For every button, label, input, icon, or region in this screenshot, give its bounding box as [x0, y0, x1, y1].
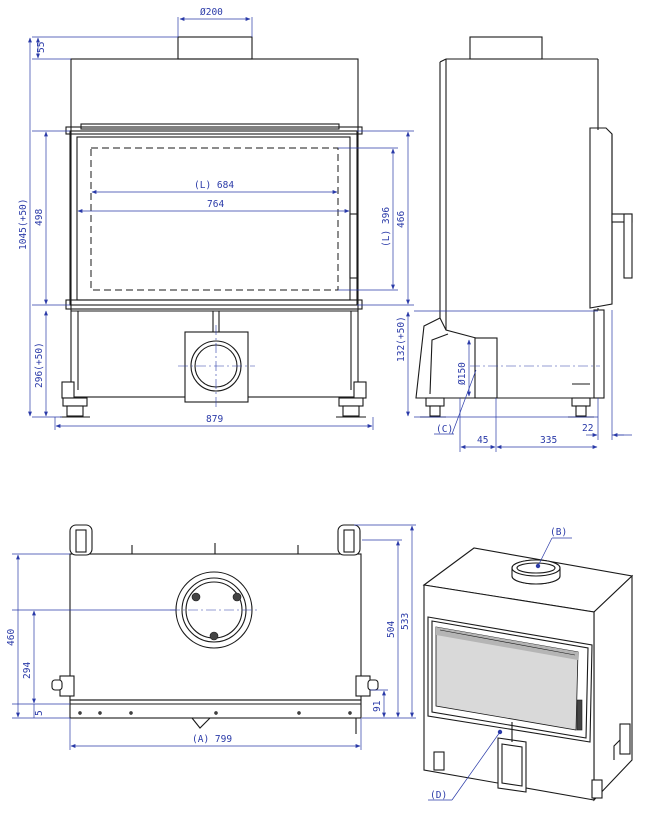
flue-collar — [177, 36, 253, 60]
dim-air-height: 132(+50) — [396, 316, 407, 362]
dim-side-depth: 335 — [540, 435, 557, 446]
side-view — [415, 36, 633, 418]
dim-opening-width-l: (L) 684 — [194, 180, 234, 191]
top-body — [69, 553, 362, 701]
dim-lower-height: 296(+50) — [34, 342, 45, 388]
dim-total-width: 879 — [206, 414, 223, 425]
top-view — [51, 524, 379, 734]
dim-top-right-91: 91 — [372, 700, 383, 712]
dim-total-height: 1045(+50) — [18, 199, 29, 250]
dim-glass-height: 498 — [34, 209, 45, 226]
dim-top-small-5: 5 — [34, 710, 45, 716]
dim-opening-height-l: (L) 396 — [381, 207, 392, 247]
callout-b: (B) — [550, 527, 567, 538]
dim-top-depth-294: 294 — [22, 662, 33, 679]
dim-top-right-504: 504 — [386, 621, 397, 638]
dim-side-back: 22 — [582, 423, 593, 434]
air-inlet-side — [415, 317, 477, 399]
dim-bottom-width: (A) 799 — [192, 734, 232, 745]
dim-top-height: 55 — [36, 42, 47, 53]
dim-inner-width: 764 — [207, 199, 224, 210]
isometric-view: (B) (D) — [422, 527, 634, 802]
callout-d: (D) — [430, 790, 447, 801]
dim-top-depth-460: 460 — [6, 629, 17, 646]
dim-door-height: 466 — [396, 211, 407, 228]
dim-flue-diameter: Ø200 — [200, 7, 223, 18]
dim-top-right-533: 533 — [400, 613, 411, 630]
dim-air-diameter: Ø150 — [457, 362, 468, 385]
side-door — [589, 127, 613, 309]
side-dimensions: 132(+50) Ø150 (C) 45 335 22 — [396, 310, 632, 452]
top-dimensions: 460 294 5 504 533 91 (A) 799 — [6, 524, 416, 750]
glass-outline — [90, 147, 339, 291]
door-frame — [69, 130, 358, 306]
front-dimensions: Ø200 55 1045(+50) 498 296(+50) (L) 684 7… — [18, 7, 414, 430]
door-handle — [349, 213, 358, 279]
callout-c: (C) — [436, 424, 453, 435]
front-view — [60, 36, 367, 418]
dim-side-offset: 45 — [477, 435, 488, 446]
